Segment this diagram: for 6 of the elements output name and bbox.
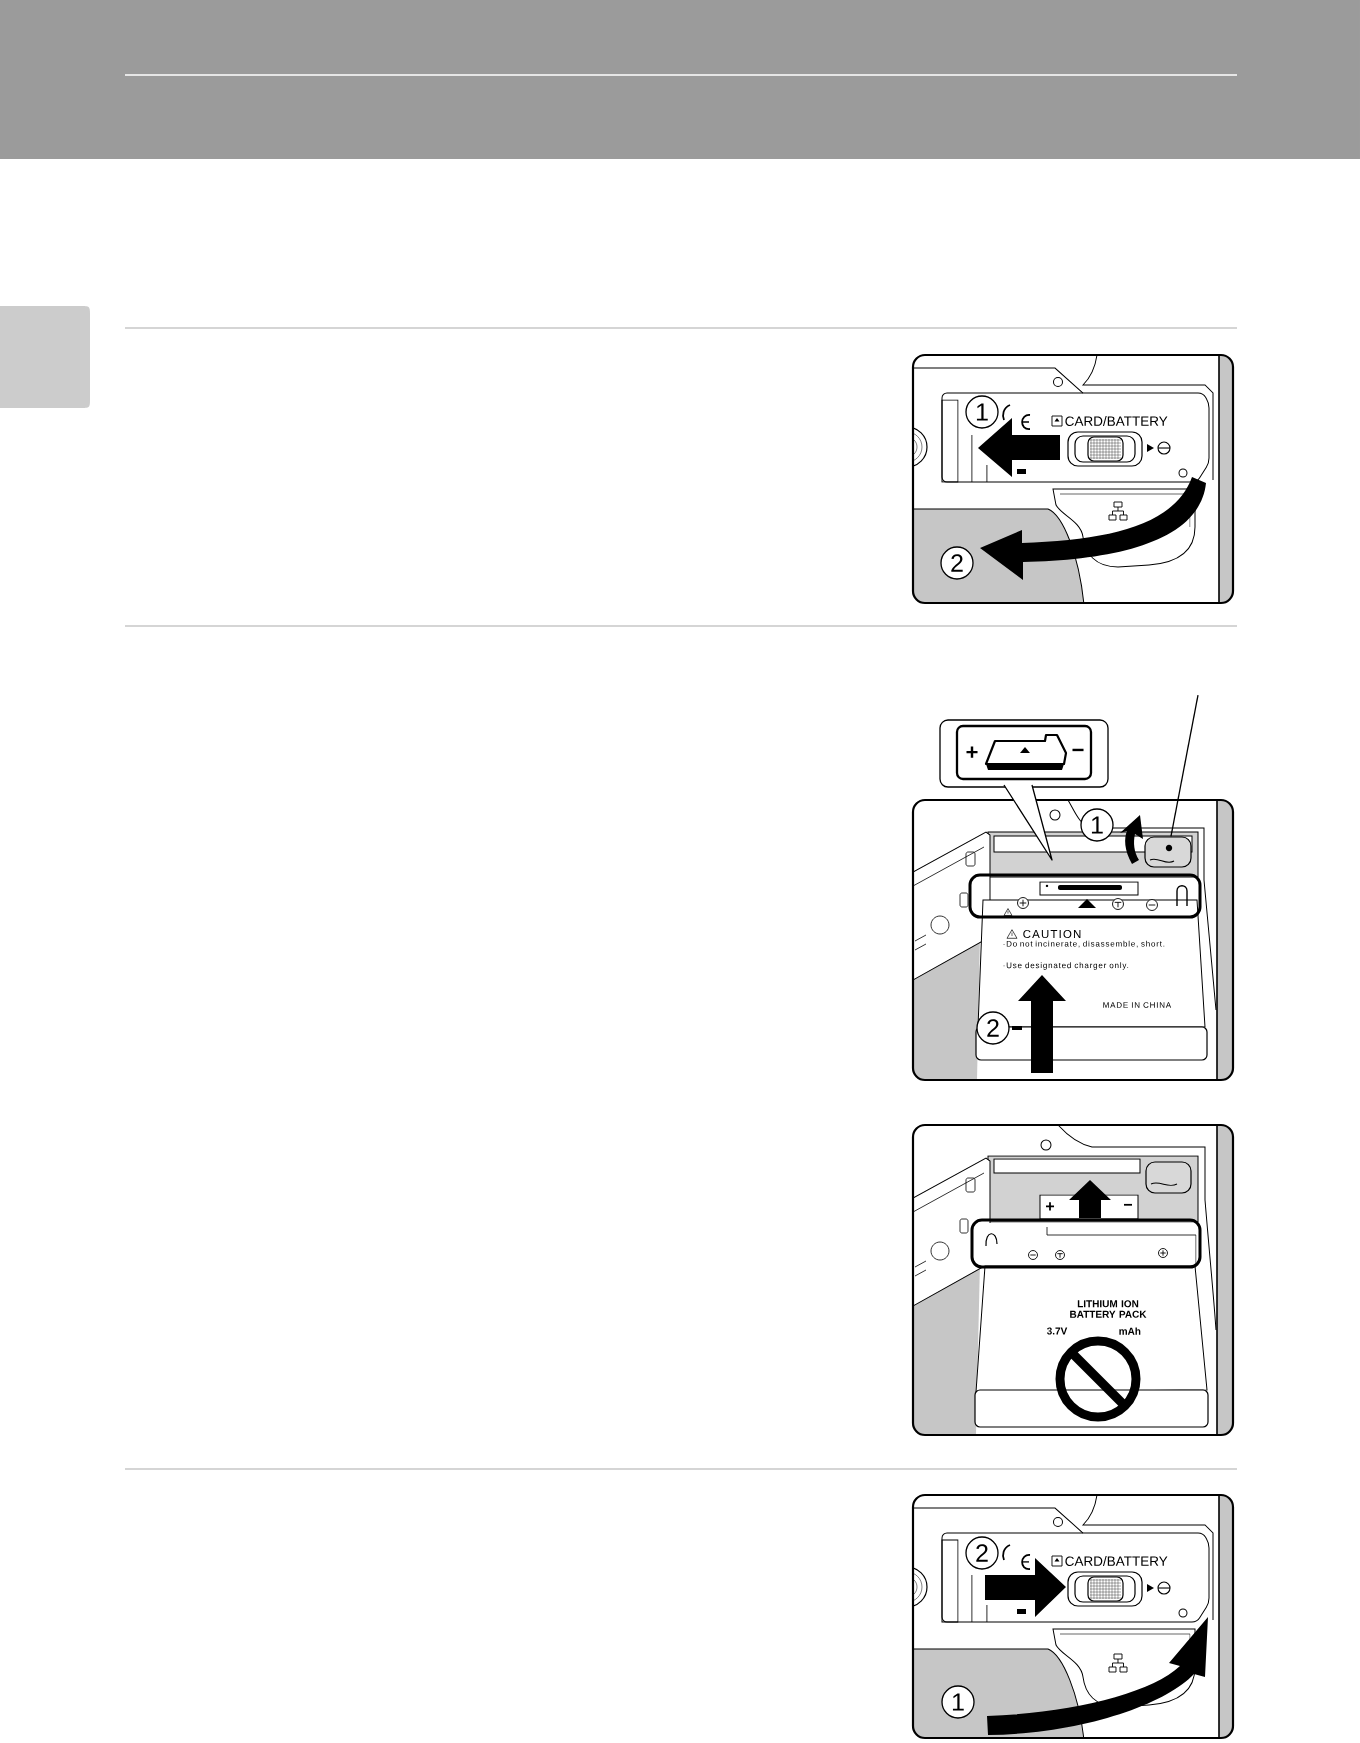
callout-number: 2 [965, 1536, 999, 1570]
node-label: + [966, 746, 978, 758]
callout-number: 2 [940, 546, 974, 580]
side-tab [0, 306, 90, 408]
callout-number: 1 [965, 395, 999, 429]
callout-number: 1 [941, 1685, 975, 1719]
